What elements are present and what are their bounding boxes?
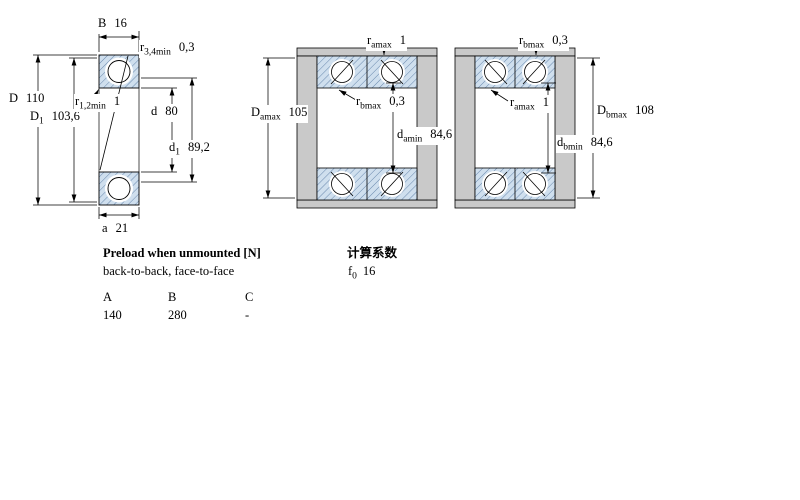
- dim-value: 84,6: [430, 127, 453, 141]
- dim-value: 105: [288, 105, 308, 119]
- bearing-ball: [484, 173, 506, 195]
- bearing-pair-bottom: [316, 167, 418, 201]
- dim-symbol: r: [140, 40, 145, 54]
- calculation-factors-title: 计算系数: [347, 246, 398, 260]
- dim-value: 16: [362, 264, 376, 278]
- face-to-face-arrangement-drawing: [454, 46, 600, 209]
- preload-col-B: B: [168, 290, 177, 304]
- dim-subscript: amin: [403, 134, 423, 145]
- dim-subscript: 1: [39, 116, 44, 127]
- dim-D1: D1 103,6: [29, 109, 81, 127]
- dim-symbol: d: [397, 127, 404, 141]
- bearing-ball: [107, 177, 131, 200]
- housing-and-shaft: [454, 47, 576, 209]
- bearing-ball: [524, 61, 546, 83]
- dim-symbol: D: [9, 91, 19, 105]
- f0-factor: f0 16: [347, 264, 376, 282]
- dim-value: 1: [399, 33, 406, 47]
- bearing-ball: [107, 60, 131, 83]
- dim-symbol: r: [75, 94, 80, 108]
- preload-subtitle: back-to-back, face-to-face: [103, 264, 235, 278]
- preload-val-A: 140: [103, 308, 122, 322]
- dim-Dbmax: Dbmax 108: [596, 103, 655, 121]
- dim-value: 108: [635, 103, 654, 117]
- bearing-pair-top: [316, 55, 418, 89]
- preload-val-B: 280: [168, 308, 187, 322]
- dim-subscript: amax: [514, 102, 535, 113]
- dim-symbol: r: [367, 33, 372, 47]
- dim-symbol: a: [102, 221, 108, 235]
- dim-rbmax-mid: rbmax 0,3: [355, 94, 406, 112]
- dim-symbol: B: [98, 16, 107, 30]
- dim-value: 21: [115, 221, 129, 235]
- dim-subscript: bmin: [563, 142, 583, 153]
- dim-symbol: D: [251, 105, 261, 119]
- dim-value: 103,6: [51, 109, 80, 123]
- dim-subscript: 0: [352, 271, 357, 282]
- dim-subscript: bmax: [523, 40, 545, 51]
- dim-value: 110: [26, 91, 45, 105]
- dim-symbol: r: [519, 33, 524, 47]
- dim-subscript: bmax: [606, 110, 628, 121]
- dim-ramax-right: ramax 1: [509, 95, 550, 113]
- dim-ramax-mid: ramax 1: [366, 33, 407, 51]
- preload-val-C: -: [245, 308, 250, 322]
- dim-subscript: 3,4min: [144, 47, 171, 58]
- bearing-top-section: [98, 54, 140, 89]
- dim-B: B 16: [97, 16, 128, 34]
- dim-subscript: bmax: [360, 101, 382, 112]
- bearing-ball: [484, 61, 506, 83]
- preload-col-C: C: [245, 290, 254, 304]
- dim-symbol: d: [557, 135, 564, 149]
- dim-value: 0,3: [389, 94, 405, 108]
- bearing-bottom-section: [98, 171, 140, 206]
- dim-subscript: 1,2min: [79, 101, 106, 112]
- dim-value: 84,6: [590, 135, 613, 149]
- dim-d: d 80: [150, 104, 179, 122]
- dim-value: 1: [542, 95, 549, 109]
- dim-value: 1: [113, 94, 121, 108]
- dim-symbol: d: [151, 104, 158, 118]
- bearing-cross-section-drawing: [33, 31, 197, 219]
- dim-value: 16: [114, 16, 127, 30]
- dim-rbmax-right: rbmax 0,3: [518, 33, 569, 51]
- dim-symbol: f: [348, 264, 353, 278]
- dim-Damax: Damax 105: [250, 105, 309, 123]
- dim-symbol: D: [30, 109, 40, 123]
- dim-value: 89,2: [188, 140, 210, 154]
- preload-col-A: A: [103, 290, 113, 304]
- dim-subscript: amax: [260, 112, 281, 123]
- dim-D: D 110: [8, 91, 46, 109]
- dim-r12: r1,2min 1: [74, 94, 122, 112]
- preload-title: Preload when unmounted [N]: [103, 246, 261, 260]
- dim-subscript: amax: [371, 40, 392, 51]
- bearing-ball: [524, 173, 546, 195]
- bearing-pair-top: [474, 55, 556, 89]
- dim-symbol: r: [510, 95, 515, 109]
- dim-damin: damin 84,6: [396, 127, 454, 145]
- dim-a: a 21: [101, 221, 130, 239]
- dim-value: 0,3: [552, 33, 568, 47]
- dim-subscript: 1: [175, 147, 180, 158]
- dim-r34: r3,4min 0,3: [139, 40, 196, 58]
- dim-symbol: d: [169, 140, 176, 154]
- dim-dbmin: dbmin 84,6: [556, 135, 614, 153]
- dim-value: 80: [165, 104, 178, 118]
- dim-symbol: D: [597, 103, 607, 117]
- dim-d1: d1 89,2: [168, 140, 211, 158]
- dim-symbol: r: [356, 94, 361, 108]
- dim-value: 0,3: [178, 40, 195, 54]
- contact-angle-line: [99, 55, 129, 171]
